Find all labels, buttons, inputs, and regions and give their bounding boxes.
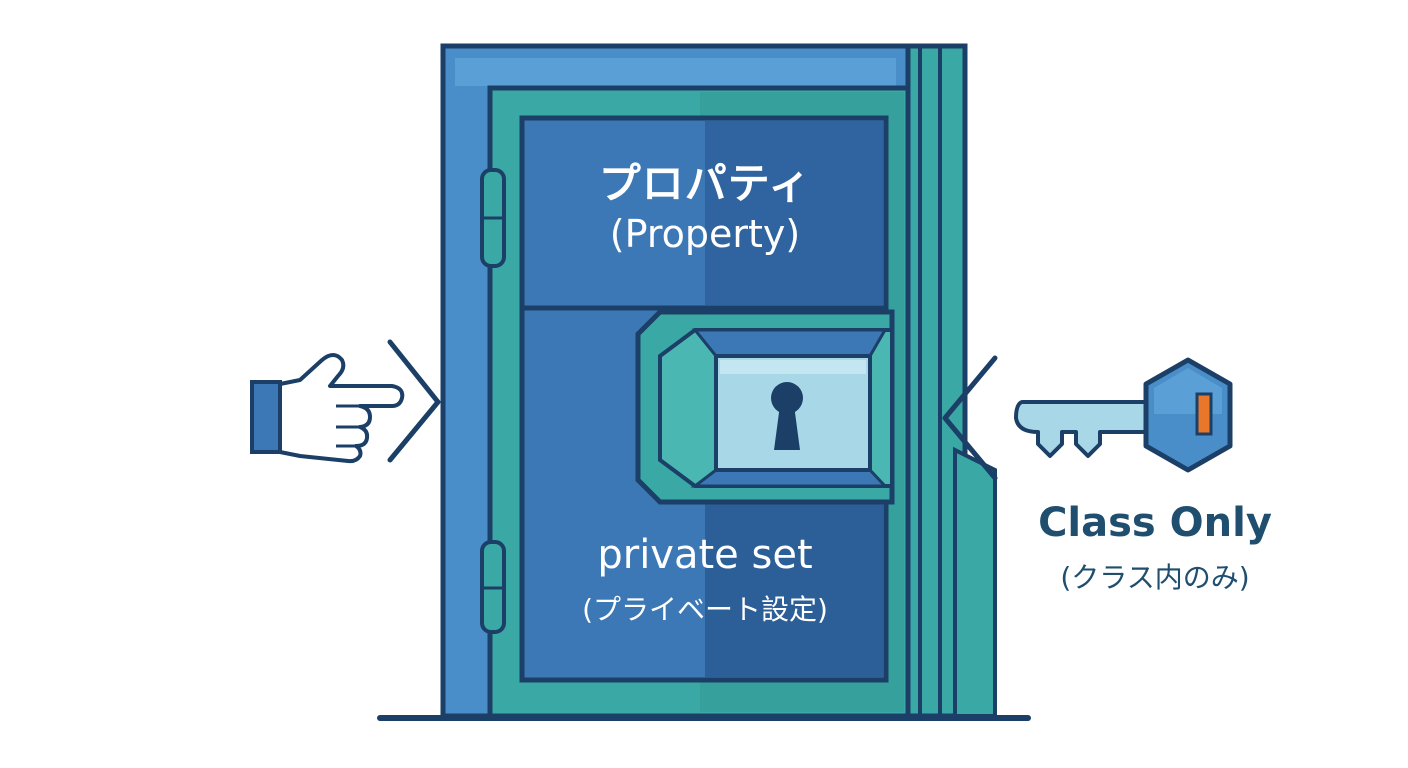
hinge-bottom <box>480 540 506 634</box>
key-label-title: Class Only <box>1038 500 1272 546</box>
right-arrow-chevron <box>942 355 998 481</box>
keyhole-lock-icon <box>635 309 895 505</box>
hinge-top <box>480 168 506 268</box>
panel-title: private set <box>597 532 813 578</box>
key-icon <box>1014 357 1233 473</box>
door-subtitle: (Property) <box>609 212 801 256</box>
door-title: プロパティ <box>598 159 812 208</box>
left-arrow-chevron <box>387 339 441 463</box>
door-upper-panel <box>519 115 889 311</box>
pointing-hand-icon <box>250 353 405 464</box>
door-frame-side <box>902 43 997 719</box>
key-label-subtitle: (クラス内のみ) <box>1060 561 1250 594</box>
panel-subtitle: (プライベート設定) <box>582 593 828 626</box>
